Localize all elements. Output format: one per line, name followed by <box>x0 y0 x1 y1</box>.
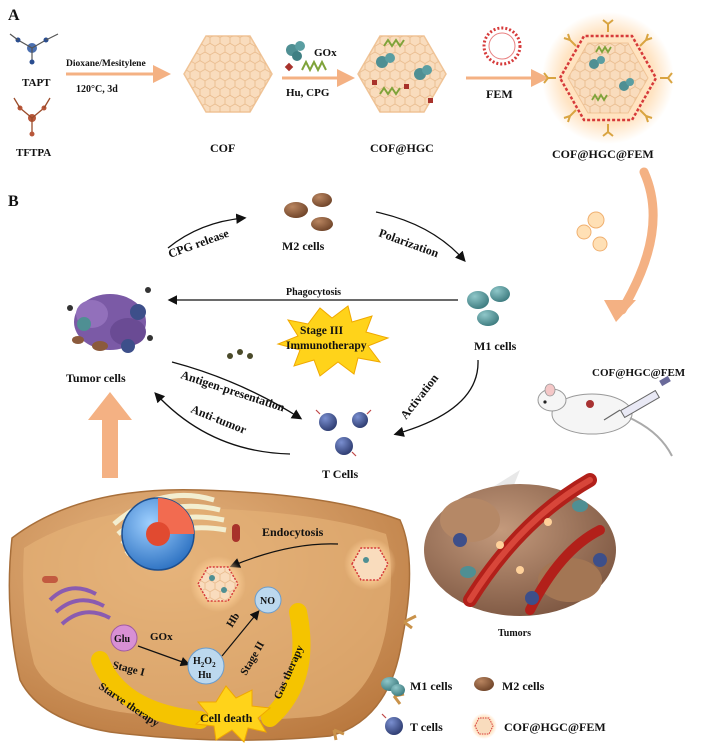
starve-therapy-arc <box>91 651 209 729</box>
tumor-cells-cluster <box>67 287 153 353</box>
antigen-dots <box>227 349 253 359</box>
arrow-glu-to-h2o2 <box>137 645 191 667</box>
syringe-icon <box>603 375 671 421</box>
nucleus <box>121 497 195 571</box>
h2o2-label: H2O2 <box>193 656 216 669</box>
nanoparticle-entering <box>344 538 396 590</box>
mouse-icon <box>537 383 673 457</box>
label-m1-cells: M1 cells <box>474 339 517 353</box>
cof-hexagon <box>183 35 273 113</box>
label-phagocytosis: Phagocytosis <box>286 287 341 298</box>
arrow-injection-head <box>604 300 636 322</box>
panel-b-letter: B <box>8 193 19 210</box>
label-fem: FEM <box>486 87 513 101</box>
tapt-molecule <box>9 33 59 65</box>
label-glu: Glu <box>114 634 131 645</box>
nanoparticle-internal <box>190 556 246 612</box>
legend-t-label: T cells <box>410 720 443 734</box>
arrow-antigen-presentation <box>171 361 303 420</box>
label-activation: Activation <box>397 371 441 422</box>
arrow-endocytosis <box>229 543 339 568</box>
label-tumors: Tumors <box>498 628 531 639</box>
legend: M1 cells M2 cells T cells COF@HGC@FEM <box>381 677 606 739</box>
label-anti-tumor: Anti-tumor <box>189 402 249 437</box>
arrow-cpg-release <box>167 213 247 249</box>
product-cof: COF <box>210 141 235 155</box>
panel-a-letter: A <box>8 7 20 24</box>
label-hu-cpg: Hu, CPG <box>286 87 330 99</box>
label-stage3: Stage III <box>300 325 344 337</box>
cof-hgc-hexagon <box>357 35 447 113</box>
tftpa-molecule <box>13 97 51 137</box>
membrane-receptors <box>332 614 417 741</box>
label-gox-reaction: GOx <box>150 631 173 643</box>
step1-conditions: 120°C, 3d <box>76 84 118 95</box>
label-hu-reaction: Hu <box>198 670 212 681</box>
label-cpg-release: CPG release <box>166 226 231 261</box>
gas-therapy-arc <box>261 603 311 727</box>
arrow-polarization <box>375 211 466 262</box>
reagent-tapt: TAPT <box>22 77 51 89</box>
label-m2-cells: M2 cells <box>282 239 325 253</box>
cpg-icon <box>301 59 327 73</box>
label-endocytosis: Endocytosis <box>262 525 324 539</box>
product-cof-hgc: COF@HGC <box>370 141 434 155</box>
legend-nano-label: COF@HGC@FEM <box>504 720 606 734</box>
m2-cells-cluster <box>284 193 333 231</box>
mitochondria <box>42 524 240 583</box>
small-nanoparticles <box>576 211 608 252</box>
legend-m1-icon <box>381 677 405 696</box>
cof-hgc-fem-particle <box>542 12 674 144</box>
legend-m1-label: M1 cells <box>410 679 453 693</box>
stage3-starburst <box>276 305 390 377</box>
gox-icon <box>286 41 305 61</box>
product-cof-hgc-fem: COF@HGC@FEM <box>552 147 654 161</box>
label-no: NO <box>260 596 275 607</box>
legend-nano-icon <box>471 713 497 739</box>
t-cells-cluster <box>315 409 372 457</box>
arrow-activation <box>393 359 479 437</box>
arrow-injection-flow <box>617 167 658 315</box>
glu-node <box>110 624 138 652</box>
fem-vesicle-icon <box>482 26 522 66</box>
reagent-tftpa: TFTPA <box>16 147 51 159</box>
legend-m2-label: M2 cells <box>502 679 545 693</box>
legend-m2-icon <box>474 677 494 691</box>
arrow-h2o2-to-no <box>221 610 260 657</box>
arrow-anti-tumor <box>154 392 291 455</box>
cell-death-starburst <box>194 685 272 743</box>
label-cell-death: Cell death <box>200 711 253 725</box>
label-gox: GOx <box>314 47 337 59</box>
endoplasmic-reticulum <box>48 586 111 626</box>
h2o2-node <box>187 647 225 685</box>
m1-cells-cluster <box>467 286 510 326</box>
no-node <box>254 586 282 614</box>
label-tumor-cells: Tumor cells <box>66 371 126 385</box>
legend-t-icon <box>381 713 403 735</box>
step1-solvent: Dioxane/Mesitylene <box>66 59 146 69</box>
hu-icon <box>284 62 294 72</box>
label-t-cells: T Cells <box>322 467 358 481</box>
tumor-tissue <box>424 473 616 616</box>
arrow-up-to-tumor <box>88 392 132 478</box>
label-polarization: Polarization <box>377 226 441 261</box>
label-mouse-injection: COF@HGC@FEM <box>592 367 686 379</box>
label-immunotherapy: Immunotherapy <box>286 340 367 352</box>
